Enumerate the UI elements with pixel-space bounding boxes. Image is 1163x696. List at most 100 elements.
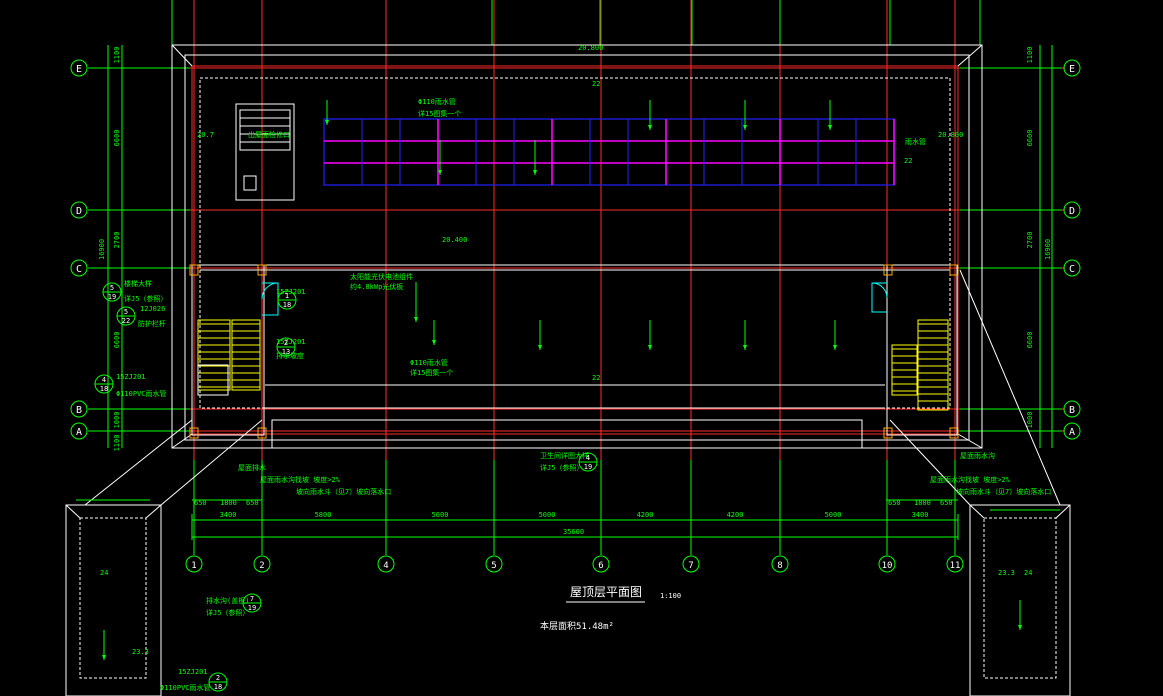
drain-arrow-head-12: [1018, 625, 1022, 630]
row-axis-label: B: [76, 405, 82, 416]
right-vdim-1: 6600: [1026, 130, 1034, 147]
ref-bubble-top: 4: [102, 376, 106, 384]
ref-bubble-bottom: 18: [214, 683, 222, 691]
solar-panel-array: [323, 118, 895, 186]
left-small-dim-1: 650: [194, 499, 207, 507]
bottom-dim-4: 4200: [637, 511, 654, 519]
row-axis-circle: [1063, 201, 1081, 219]
col-axis-circle: [485, 555, 503, 573]
slope-mid: 22: [592, 374, 600, 382]
note-left-15zj-b: 15ZJ201: [276, 338, 306, 346]
col-axis-bubble-4: 4: [377, 555, 395, 573]
drain-arrow-head-13: [102, 655, 106, 660]
note-solar2: 约4.8kWp光伏板: [350, 282, 403, 291]
left-annex-box: [65, 419, 263, 696]
left-vdim-2: 2700: [113, 232, 121, 249]
drawing-scale: 1:100: [660, 592, 681, 600]
drain-arrow-head-9: [533, 170, 537, 175]
row-axis-circle: [70, 422, 88, 440]
note-pipe-top: Φ110雨水管: [418, 97, 456, 106]
col-axis-bubble-11: 11: [946, 555, 964, 573]
right-vdim-2: 2700: [1026, 232, 1034, 249]
slope-top: 22: [592, 80, 600, 88]
note-left-bottom-pvc: Φ110PVC雨水管: [160, 683, 211, 692]
row-axis-bubble-D-left: D: [70, 201, 88, 219]
col-axis-circle: [682, 555, 700, 573]
row-axis-label: D: [1069, 206, 1075, 217]
note-left-15zj: 15ZJ201: [116, 373, 146, 381]
row-axis-label: E: [76, 64, 82, 75]
row-axis-label: C: [76, 264, 82, 275]
note-right-lower1: 屋面雨水沟: [960, 451, 995, 460]
row-axis-label: B: [1069, 405, 1075, 416]
note-right-room: 雨水管: [905, 137, 926, 146]
row-axis-circle: [70, 59, 88, 77]
row-axis-label: D: [76, 206, 82, 217]
row-axis-label: A: [76, 427, 82, 438]
right-vdim-0: 1100: [1026, 47, 1034, 64]
right-total-vdim: 16900: [1044, 239, 1052, 260]
ref-bubble-bottom: 18: [100, 385, 108, 393]
row-axis-bubble-C-right: C: [1063, 259, 1081, 277]
ref-bubble-b3: 519: [102, 282, 122, 302]
note-right-lower3: 坡向雨水斗（见7）坡向落水口: [956, 487, 1051, 496]
ref-bubble-top: 4: [586, 454, 590, 462]
ref-bubble-top: 7: [250, 595, 254, 603]
row-axis-label: E: [1069, 64, 1075, 75]
row-axis-bubble-A-right: A: [1063, 422, 1081, 440]
col-axis-circle: [253, 555, 271, 573]
drawing-area: 本层面积51.48m²: [540, 620, 614, 632]
note-left-bottom-15zj: 15ZJ201: [178, 668, 208, 676]
elev-center: 20.400: [442, 236, 467, 244]
col-axis-bubble-7: 7: [682, 555, 700, 573]
row-axis-circle: [1063, 259, 1081, 277]
note-left-ref1: 详J5（参照）: [124, 294, 167, 303]
col-axis-label: 6: [598, 561, 603, 571]
left-vdim-3: 6600: [113, 332, 121, 349]
left-small-dim-2: 1800: [220, 499, 237, 507]
ref-bubble-bottom: 19: [108, 293, 116, 301]
column-posts: [189, 264, 959, 439]
left-vdim-5: 1100: [113, 435, 121, 452]
col-axis-circle: [377, 555, 395, 573]
bottom-dim-0: 3400: [220, 511, 237, 519]
ref-bubble-bottom: 13: [282, 348, 290, 356]
bottom-dim-6: 5000: [825, 511, 842, 519]
building-outline: [171, 44, 983, 449]
ref-bubble-top: 1: [285, 292, 289, 300]
dimension-lines: [76, 45, 1060, 538]
row-axis-label: C: [1069, 264, 1075, 275]
roof-hatch: [235, 103, 295, 201]
left-box-elev-bottom: 23.3: [132, 648, 149, 656]
note-left-lower1: 屋面排水: [238, 463, 266, 472]
total-dimension-label: 35600: [563, 528, 584, 536]
left-total-vdim: 16900: [98, 239, 106, 260]
note-left-bottom2: 详J5（参照）: [206, 608, 249, 617]
drawing-title-block: 屋顶层平面图 1:100 本层面积51.48m²: [540, 585, 681, 632]
ref-bubble-b7: 719: [242, 593, 262, 613]
right-box-elev-top: 23.3: [998, 569, 1015, 577]
bottom-dim-1: 5800: [315, 511, 332, 519]
ref-bubble-top: 5: [110, 284, 114, 292]
note-center-bubble2: 详J5（参照）: [540, 463, 583, 472]
drain-arrow-head-0: [325, 120, 329, 125]
col-axis-circle: [771, 555, 789, 573]
row-axis-bubble-C-left: C: [70, 259, 88, 277]
right-small-dim-2: 1800: [914, 499, 931, 507]
note-left-stair: 楼梯大样: [124, 279, 152, 288]
right-annex-box: [889, 269, 1071, 696]
bottom-dim-5: 4200: [727, 511, 744, 519]
note-pipe-mid2: 详15图集一个: [410, 368, 453, 377]
col-axis-circle: [185, 555, 203, 573]
left-small-dim-3: 650: [246, 499, 259, 507]
ref-bubble-top: 2: [284, 339, 288, 347]
note-left-bottom1: 排水沟(盖板): [206, 596, 249, 605]
left-vdim-0: 1100: [113, 47, 121, 64]
note-left-lower3: 坡向雨水斗（见7）坡向落水口: [296, 487, 391, 496]
right-small-dim-3: 650: [940, 499, 953, 507]
right-vdim-4: 1000: [1026, 412, 1034, 429]
